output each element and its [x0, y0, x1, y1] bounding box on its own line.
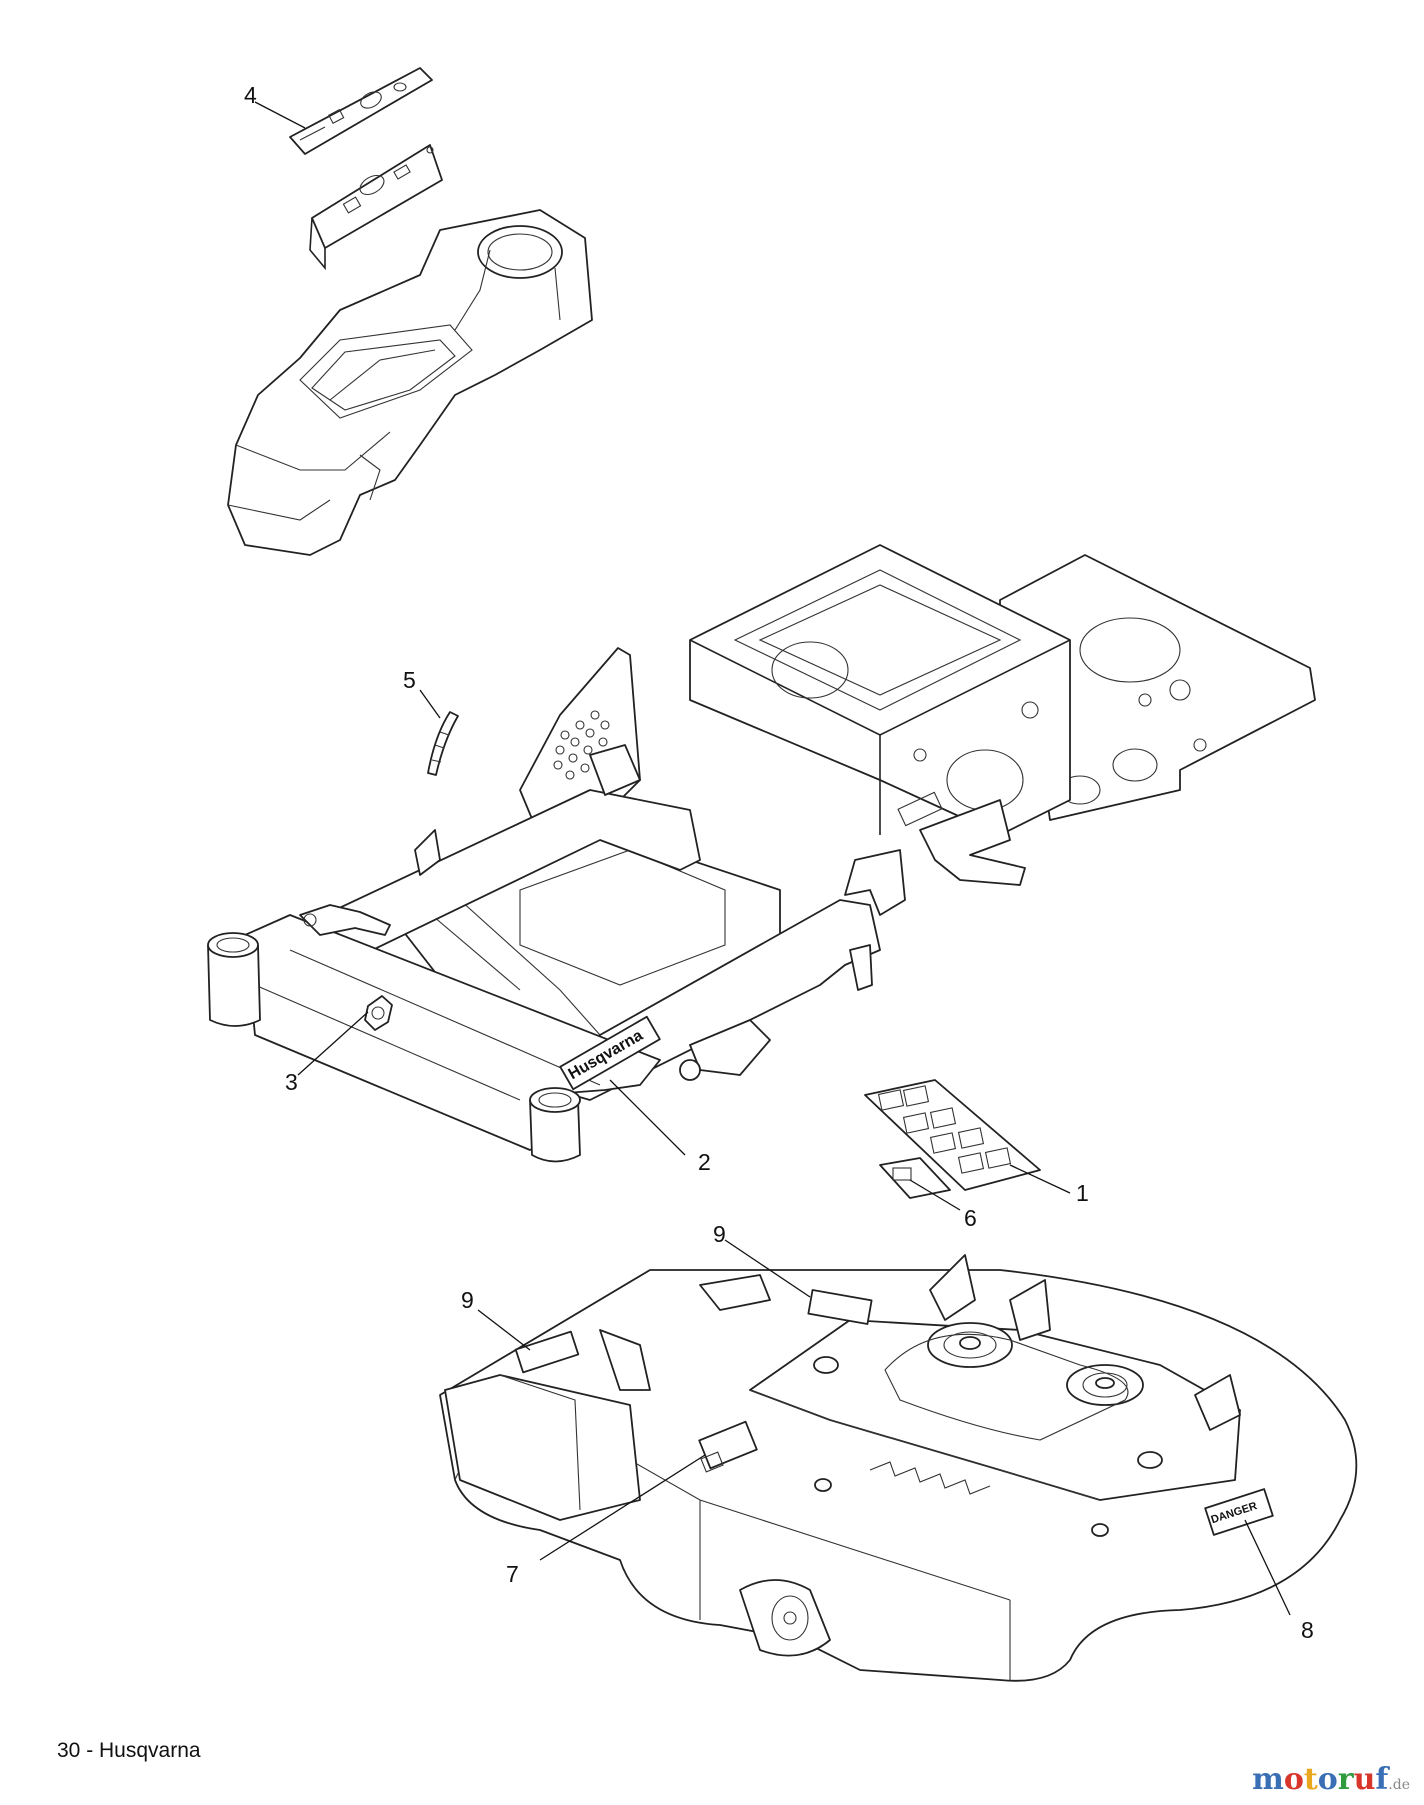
operator-decal — [879, 1157, 951, 1199]
callout-1: 1 — [1076, 1180, 1089, 1206]
callout-9-upper: 9 — [713, 1221, 726, 1247]
callout-2: 2 — [698, 1149, 711, 1175]
chassis-frame: Husqvarna — [207, 544, 1316, 1163]
callout-3: 3 — [285, 1069, 298, 1095]
callout-9-left: 9 — [461, 1287, 474, 1313]
safety-decal-sheet — [864, 1079, 1041, 1191]
callout-5: 5 — [403, 667, 416, 693]
watermark-letter: o — [1317, 1762, 1338, 1797]
watermark-letter: o — [1283, 1762, 1304, 1797]
hinge-strip — [427, 711, 459, 776]
watermark-logo: motoruf.de — [1252, 1762, 1410, 1797]
leader-lines — [254, 101, 1291, 1616]
page-footer: 30 - Husqvarna — [57, 1739, 201, 1762]
watermark-letters: motoruf — [1252, 1762, 1388, 1797]
mower-deck: DANGER — [439, 1254, 1358, 1682]
watermark-letter: t — [1303, 1762, 1318, 1797]
watermark-letter: f — [1375, 1762, 1389, 1797]
console-pod — [227, 209, 593, 556]
callout-7: 7 — [506, 1561, 519, 1587]
callout-8: 8 — [1301, 1617, 1314, 1643]
callout-4: 4 — [244, 82, 257, 108]
control-panel-plate-upper — [289, 67, 433, 155]
control-panel-plate-lower — [309, 144, 443, 271]
watermark-letter: m — [1252, 1762, 1284, 1797]
callout-6: 6 — [964, 1205, 977, 1231]
watermark-letter: u — [1353, 1762, 1376, 1797]
watermark-letter: r — [1337, 1762, 1354, 1797]
watermark-suffix: .de — [1388, 1777, 1410, 1793]
